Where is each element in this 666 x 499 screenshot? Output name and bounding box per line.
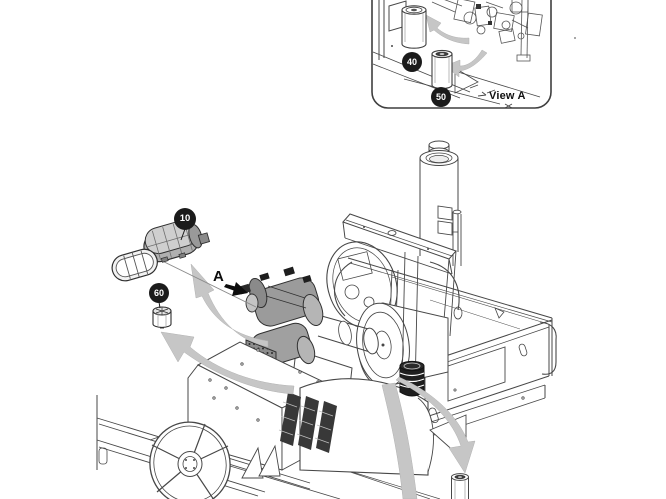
inset-oil-filter-40 — [401, 5, 427, 49]
callout-10-leader — [180, 228, 186, 241]
inset-engine-art — [431, 0, 543, 62]
air-filter-element — [111, 248, 158, 282]
callout-badge-60: 60 — [150, 284, 168, 302]
callout-badge-40: 40 — [403, 53, 421, 71]
callout-badge-10: 10 — [175, 209, 195, 229]
air-filter-housing — [143, 219, 211, 263]
flywheel-housing — [356, 251, 449, 391]
inset-oil-filter-50 — [431, 49, 453, 90]
generator-vents — [278, 392, 337, 453]
leader-line — [147, 253, 257, 308]
breather-part-60 — [152, 306, 172, 329]
direction-arrow-icon — [224, 282, 248, 296]
callout-60-leader — [158, 301, 161, 309]
main-illustration — [96, 140, 557, 499]
view-a-label: View A — [489, 90, 526, 102]
stray-dot — [574, 37, 576, 39]
bottom-filter — [451, 473, 469, 499]
callout-badge-50: 50 — [432, 88, 450, 106]
flow-arrows — [160, 263, 476, 499]
cooling-fan — [149, 421, 231, 499]
view-a-inset-box — [371, 0, 552, 109]
exhaust-stack — [419, 140, 462, 266]
direction-letter-a: A — [213, 268, 224, 285]
